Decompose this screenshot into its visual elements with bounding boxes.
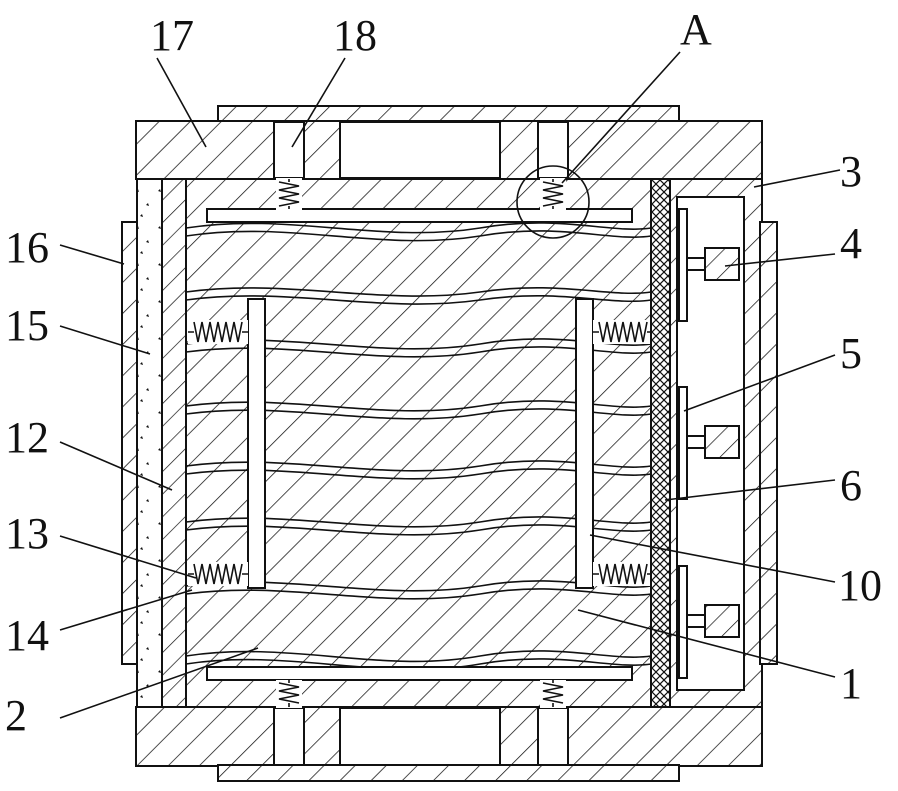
left-vertical-bar — [248, 299, 265, 588]
label-5: 5 — [840, 329, 862, 378]
label-a: A — [680, 5, 712, 54]
label-13: 13 — [5, 509, 49, 558]
label-16: 16 — [5, 223, 49, 272]
label-18: 18 — [333, 11, 377, 60]
top-pressure-plate — [207, 209, 632, 222]
label-12: 12 — [5, 413, 49, 462]
label-15: 15 — [5, 301, 49, 350]
label-3: 3 — [840, 147, 862, 196]
label-14: 14 — [5, 611, 49, 660]
mesh-strip — [651, 179, 670, 707]
right-vertical-bar — [576, 299, 593, 588]
label-10: 10 — [838, 561, 882, 610]
bottom-pressure-plate — [207, 667, 632, 680]
label-4: 4 — [840, 219, 862, 268]
left-hatched-strip — [162, 179, 186, 707]
label-1: 1 — [840, 659, 862, 708]
top-cap-plate — [136, 106, 762, 179]
label-6: 6 — [840, 461, 862, 510]
label-17: 17 — [150, 11, 194, 60]
left-speckled-board — [137, 179, 162, 707]
label-2: 2 — [5, 691, 27, 740]
bottom-cap-plate — [136, 707, 762, 781]
